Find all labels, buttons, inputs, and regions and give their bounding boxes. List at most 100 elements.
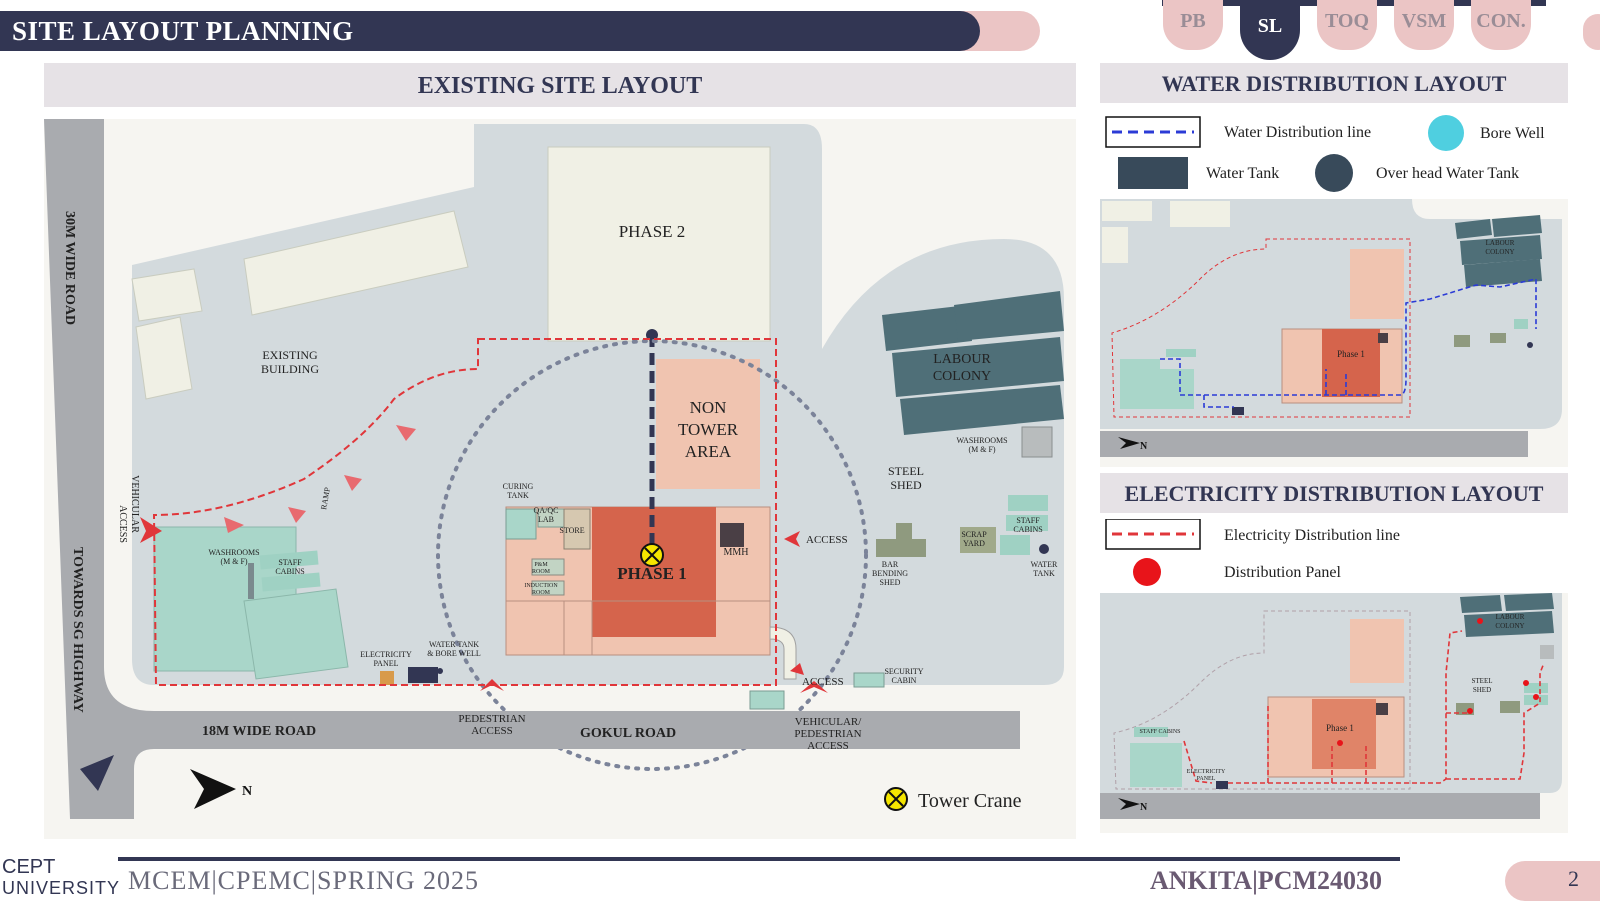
electric-site-office bbox=[1130, 743, 1182, 787]
washrooms-left-label: WASHROOMS bbox=[208, 548, 259, 557]
gate-structure bbox=[749, 690, 785, 710]
electric-washroom bbox=[1540, 645, 1554, 659]
tab-toq[interactable]: TOQ bbox=[1317, 0, 1377, 50]
electricity-panel-label: PANEL bbox=[373, 659, 398, 668]
gokul-road-label: GOKUL ROAD bbox=[580, 726, 676, 741]
electric-phase1-label: Phase 1 bbox=[1326, 723, 1354, 733]
existing-building-label: EXISTING bbox=[262, 348, 318, 362]
water-road bbox=[1100, 431, 1528, 457]
existing-building-block bbox=[131, 268, 203, 322]
electric-labour-block bbox=[1504, 593, 1554, 611]
access-label: ACCESS bbox=[806, 534, 848, 546]
bar-bending-label: SHED bbox=[880, 578, 901, 587]
overhead-tank-icon bbox=[1315, 154, 1353, 192]
cept-logo-bottom: UNIVERSITY bbox=[2, 878, 121, 898]
overhead-water-tank-dot bbox=[1039, 544, 1049, 554]
electric-elec-label: ELECTRICITY bbox=[1187, 769, 1226, 775]
tab-pb[interactable]: PB bbox=[1163, 0, 1223, 50]
legend-distribution-panel: Distribution Panel bbox=[1224, 564, 1341, 581]
north-label: N bbox=[242, 784, 252, 799]
electric-legend: Electricity Distribution line Distributi… bbox=[1105, 519, 1400, 586]
water-tank-icon bbox=[1118, 157, 1188, 189]
footer-course: MCEM|CPEMC|SPRING 2025 bbox=[128, 866, 479, 895]
pm-room-label: ROOM bbox=[532, 569, 551, 575]
access-markers bbox=[140, 517, 828, 693]
phase2-block bbox=[547, 146, 771, 342]
scrap-yard-label: YARD bbox=[963, 539, 985, 548]
crane-swing-radius bbox=[436, 339, 868, 771]
existing-layout-title: EXISTING SITE LAYOUT bbox=[44, 63, 1076, 107]
water-staff-cabin-r bbox=[1514, 319, 1528, 329]
ramp-arrows bbox=[224, 425, 416, 533]
tab-con[interactable]: CON. bbox=[1471, 0, 1531, 50]
water-labour-block bbox=[1455, 219, 1492, 239]
water-legend: Water Distribution line Bore Well Water … bbox=[1105, 115, 1545, 192]
labour-colony-label: LABOUR bbox=[933, 352, 991, 367]
road-30m-label: 30M WIDE ROAD bbox=[62, 211, 77, 325]
tab-sl[interactable]: SL bbox=[1240, 0, 1300, 60]
water-sample-flat bbox=[1158, 369, 1194, 409]
electricity-panel bbox=[380, 671, 394, 685]
plan-labels: 30M WIDE ROAD TOWARDS SG HIGHWAY 18M WID… bbox=[62, 211, 676, 741]
distribution-panel-icon bbox=[1133, 558, 1161, 586]
non-tower-label: TOWER bbox=[678, 420, 739, 439]
electric-layout-title: ELECTRICITY DISTRIBUTION LAYOUT bbox=[1100, 473, 1568, 513]
water-staff-cabin bbox=[1166, 349, 1196, 357]
store-block bbox=[563, 508, 591, 550]
legend-water-tank: Water Tank bbox=[1206, 165, 1279, 182]
phase1-label: PHASE 1 bbox=[617, 564, 686, 583]
electric-scrap bbox=[1500, 701, 1520, 713]
tower-crane-icon bbox=[644, 547, 660, 563]
pm-room-label: P&M bbox=[534, 562, 548, 568]
water-labour-block bbox=[1460, 235, 1542, 265]
electric-labour-label: LABOUR bbox=[1496, 613, 1525, 621]
induction-room-label: ROOM bbox=[532, 590, 551, 596]
tab-vsm[interactable]: VSM bbox=[1394, 0, 1454, 50]
road-18m-label: 18M WIDE ROAD bbox=[202, 724, 316, 739]
labour-colony-block bbox=[882, 305, 972, 351]
water-labour-block bbox=[1492, 215, 1542, 237]
plan-small-labels: WASHROOMS (M & F) STAFF CABINS SCRAP YAR… bbox=[117, 436, 1058, 685]
vehicular-pedestrian-label: VEHICULAR/ bbox=[795, 716, 863, 728]
bore-well-icon bbox=[1428, 115, 1464, 151]
north-arrow-icon bbox=[1118, 437, 1140, 449]
page-number-pill bbox=[1505, 861, 1600, 901]
electric-mmh bbox=[1376, 703, 1388, 715]
water-phase1-label: Phase 1 bbox=[1337, 349, 1365, 359]
page-title: SITE LAYOUT PLANNING bbox=[12, 16, 354, 46]
electric-road bbox=[1100, 793, 1540, 819]
qaqc-label: QA/QC bbox=[534, 506, 559, 515]
electric-labour-block bbox=[1460, 595, 1502, 613]
vehicular-access-label: ACCESS bbox=[117, 505, 128, 543]
north-arrow-icon bbox=[1118, 798, 1140, 810]
water-phase1 bbox=[1322, 329, 1380, 397]
phase1-tower bbox=[592, 507, 716, 637]
water-layout-title: WATER DISTRIBUTION LAYOUT bbox=[1100, 63, 1568, 103]
staff-cabin-left bbox=[261, 572, 321, 592]
electric-labels: LABOUR COLONY STEEL SHED STAFF CABINS EL… bbox=[1139, 613, 1524, 782]
tab-overflow bbox=[1583, 14, 1600, 50]
electric-panel-dots bbox=[1337, 618, 1539, 746]
washroom-left bbox=[248, 563, 254, 599]
cept-logo-top: CEPT bbox=[2, 856, 56, 878]
electric-panel-small bbox=[1216, 781, 1228, 789]
staff-cabins-right-label: CABINS bbox=[1013, 525, 1042, 534]
pedestrian-access-label: ACCESS bbox=[471, 725, 513, 737]
footer-author: ANKITA|PCM24030 bbox=[1150, 866, 1383, 895]
towards-sg-label: TOWARDS SG HIGHWAY bbox=[70, 547, 85, 713]
water-mmh bbox=[1378, 333, 1388, 343]
page-number: 2 bbox=[1568, 866, 1579, 891]
labour-colony-block bbox=[900, 385, 1064, 435]
non-tower-label: NON bbox=[690, 398, 727, 417]
electric-staff-label: STAFF CABINS bbox=[1139, 729, 1180, 735]
vehicular-pedestrian-label: PEDESTRIAN bbox=[794, 728, 861, 740]
washrooms-left-label: (M & F) bbox=[220, 557, 247, 566]
water-north-label: N bbox=[1140, 441, 1148, 452]
electric-staff-r bbox=[1524, 683, 1548, 693]
induction-room-block bbox=[531, 580, 565, 596]
water-tank-right-label: WATER bbox=[1031, 560, 1058, 569]
water-tank-bore-label: & BORE WELL bbox=[427, 649, 481, 658]
water-labour-label: COLONY bbox=[1485, 248, 1514, 256]
water-tank-left bbox=[408, 667, 438, 683]
bar-bending-shed-block bbox=[876, 523, 926, 557]
